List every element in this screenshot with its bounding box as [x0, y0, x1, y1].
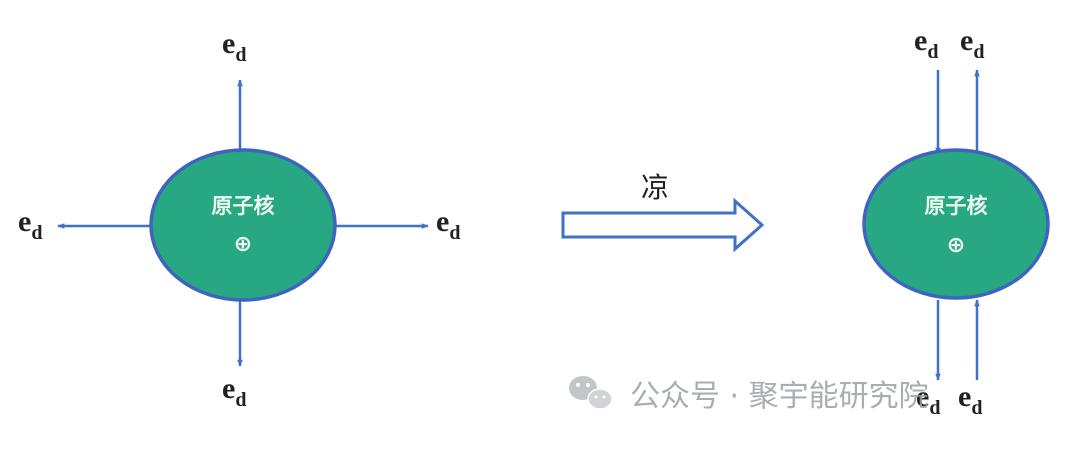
left-electron-label-right: ed	[436, 205, 460, 244]
right-electron-label-bottom-right: ed	[958, 380, 982, 419]
wechat-icon	[569, 376, 613, 410]
left-electron-label-top: ed	[222, 27, 246, 66]
left-electron-label-bottom: ed	[222, 372, 246, 411]
left-nucleus-label: 原子核	[212, 194, 275, 218]
left-electron-label-left: ed	[18, 205, 42, 244]
right-electron-label-bottom-left: ed	[916, 380, 940, 419]
right-nucleus-label: 原子核	[925, 194, 988, 218]
process-arrow-group: 凉	[561, 171, 765, 253]
right-electron-label-top-right: ed	[960, 24, 984, 63]
watermark-text: 公众号 · 聚宇能研究院	[630, 379, 929, 414]
right-charge-symbol: ⊕	[947, 233, 965, 258]
left-atom: 原子核 ⊕ ed ed ed ed	[18, 27, 460, 411]
process-label: 凉	[641, 171, 669, 204]
left-nucleus	[149, 148, 337, 302]
right-nucleus	[862, 148, 1050, 300]
left-charge-symbol: ⊕	[234, 232, 252, 257]
watermark: 公众号 · 聚宇能研究院	[569, 376, 929, 414]
right-atom: 原子核 ⊕ ed ed ed ed	[862, 24, 1050, 419]
right-electron-label-top-left: ed	[914, 24, 938, 63]
process-block-arrow	[561, 197, 765, 253]
